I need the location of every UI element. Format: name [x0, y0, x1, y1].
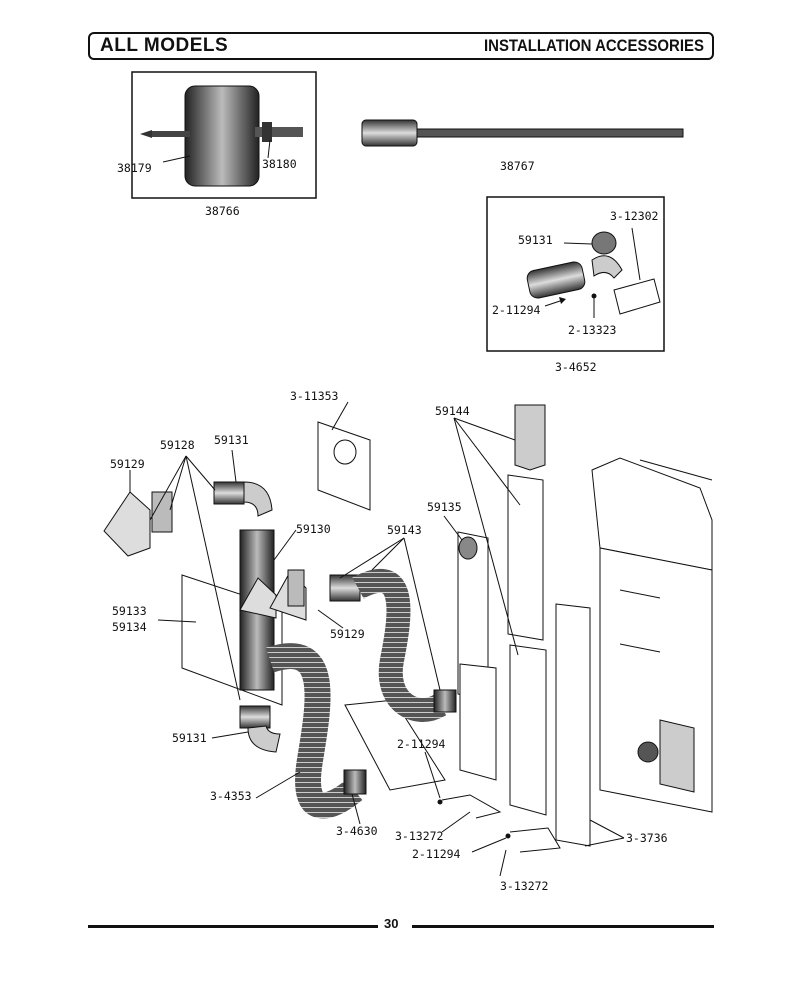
label-38179: 38179	[117, 161, 152, 175]
label-3-13272-b: 3-13272	[500, 879, 548, 893]
leader-lines	[129, 401, 625, 877]
label-59144: 59144	[435, 404, 470, 418]
label-3-3736: 3-3736	[626, 831, 668, 845]
header-models: ALL MODELS	[100, 35, 229, 56]
label-2-11294-a: 2-11294	[397, 737, 446, 751]
label-59128: 59128	[160, 438, 195, 452]
label-3-11353: 3-11353	[290, 389, 339, 403]
label-59131-kit: 59131	[518, 233, 553, 247]
label-59129-a: 59129	[110, 457, 145, 471]
dryer-cabinet	[591, 457, 713, 813]
label-59129-b: 59129	[330, 627, 365, 641]
label-2-11294-b: 2-11294	[412, 847, 461, 861]
label-38180: 38180	[262, 157, 297, 171]
label-59131-a: 59131	[214, 433, 249, 447]
page-header: ALL MODELS INSTALLATION ACCESSORIES	[88, 32, 714, 60]
label-3-4630: 3-4630	[336, 824, 378, 838]
label-3-4353: 3-4353	[210, 789, 252, 803]
label-2-13323: 2-13323	[568, 323, 617, 337]
label-3-4652: 3-4652	[555, 360, 597, 374]
footer-rule-right	[412, 925, 714, 928]
header-section-title: INSTALLATION ACCESSORIES	[484, 36, 704, 55]
label-59131-b: 59131	[172, 731, 207, 745]
drill-extension	[361, 119, 684, 147]
vent-kit-box	[486, 196, 665, 352]
label-59143: 59143	[387, 523, 422, 537]
label-59135: 59135	[427, 500, 462, 514]
page-number: 30	[384, 916, 399, 931]
footer-rule-left	[88, 925, 378, 928]
label-3-13272-a: 3-13272	[395, 829, 443, 843]
label-2-11294-kit: 2-11294	[492, 303, 541, 317]
label-38767: 38767	[500, 159, 535, 173]
label-59134: 59134	[112, 620, 147, 634]
label-38766: 38766	[205, 204, 240, 218]
label-3-12302: 3-12302	[610, 209, 658, 223]
hole-saw-box	[131, 71, 317, 199]
label-59130: 59130	[296, 522, 331, 536]
vent-assembly	[103, 404, 591, 853]
label-59133: 59133	[112, 604, 147, 618]
part-labels: 38179 38180 38766 38767 3-12302 59131 2-…	[110, 157, 668, 893]
